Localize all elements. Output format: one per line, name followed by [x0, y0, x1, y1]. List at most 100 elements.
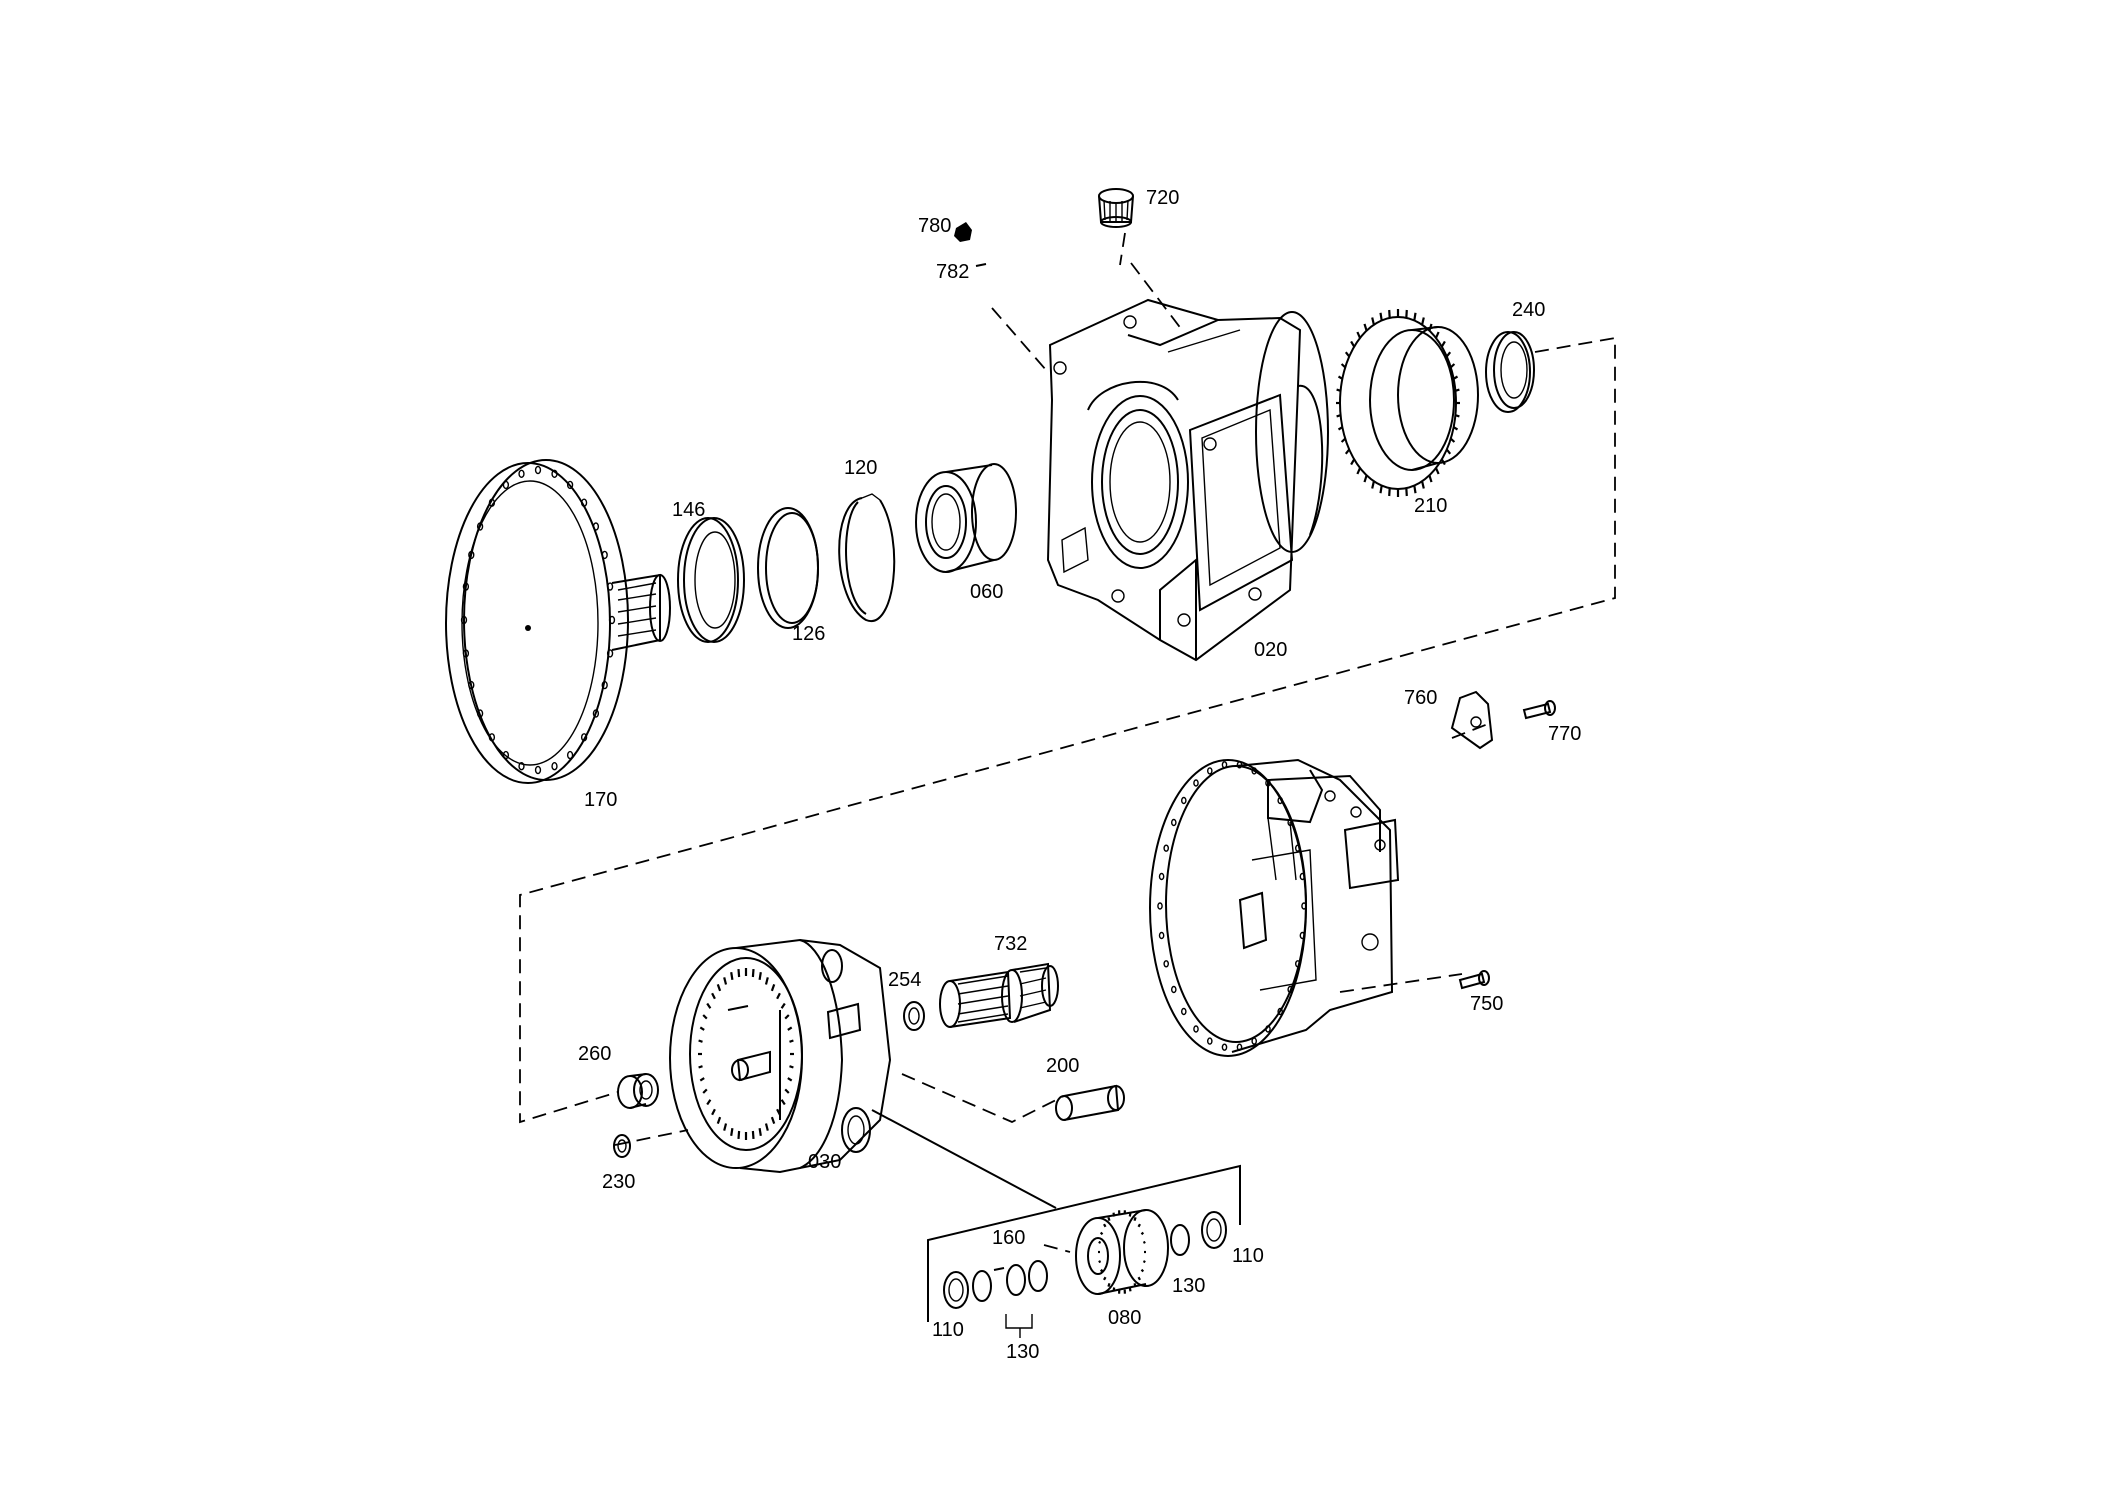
- part-750-bolt: [1458, 970, 1490, 990]
- gear-tooth: [751, 969, 755, 978]
- bolt-hole: [1158, 872, 1165, 881]
- part-080-planet-gear: [1075, 1209, 1169, 1295]
- bolt-hole: [1277, 1007, 1283, 1016]
- gear-tooth: [706, 1099, 712, 1106]
- callout-030: 030: [808, 1151, 841, 1173]
- part-260-bushing: [617, 1073, 659, 1109]
- gear-tooth: [737, 1130, 741, 1139]
- bolt-hole: [1193, 1025, 1199, 1033]
- gear-tooth: [776, 1108, 781, 1116]
- gear-tooth: [1140, 1268, 1145, 1273]
- part-782-screw: [975, 263, 987, 267]
- callout-240: 240: [1512, 299, 1545, 321]
- bolt-hole: [1251, 767, 1257, 775]
- bolt-hole: [566, 480, 574, 490]
- ring-gear-teeth: [1336, 309, 1460, 497]
- gear-tooth: [1413, 312, 1417, 321]
- part-130-ring-left-3: [1028, 1260, 1048, 1292]
- gear-tooth: [1337, 375, 1343, 380]
- part-160-needle: [993, 1267, 1005, 1271]
- gear-tooth: [1107, 1282, 1111, 1287]
- gear-tooth: [1450, 363, 1456, 369]
- gear-tooth: [1388, 488, 1391, 497]
- bolt-hole: [476, 709, 484, 718]
- bolt-hole: [488, 498, 496, 507]
- part-230-ring: [613, 1134, 631, 1158]
- bolt-hole: [1158, 931, 1165, 940]
- bolt-hole: [1295, 844, 1301, 852]
- callout-782: 782: [936, 261, 969, 283]
- callout-060: 060: [970, 581, 1003, 603]
- gear-tooth: [1137, 1223, 1141, 1228]
- gear-tooth: [730, 972, 734, 980]
- bolt-hole: [592, 709, 600, 718]
- bolt-hole: [502, 480, 510, 490]
- bolt-hole: [1171, 985, 1177, 994]
- assembly-lines: [519, 232, 1616, 1253]
- callout-780: 780: [918, 215, 951, 237]
- part-780-nut: [954, 222, 972, 242]
- bolt-hole: [606, 649, 614, 658]
- bolt-hole: [1207, 767, 1213, 775]
- callout-labels: 780 782 720 240 120 146 126 060 210 020 …: [578, 187, 1581, 1363]
- gear-tooth: [1445, 351, 1452, 358]
- part-030-planet-carrier: [669, 938, 892, 1174]
- gear-tooth: [1405, 309, 1408, 318]
- bolt-hole: [1287, 985, 1293, 994]
- gear-tooth: [1128, 1287, 1132, 1292]
- gear-tooth: [723, 1123, 728, 1131]
- part-130-ring-left-2: [1006, 1264, 1026, 1296]
- gear-tooth: [711, 1108, 716, 1116]
- callout-230: 230: [602, 1171, 635, 1193]
- part-732-shaft: [939, 962, 1059, 1028]
- gear-tooth: [1098, 1240, 1102, 1244]
- bolt-hole: [601, 680, 608, 690]
- gear-tooth: [1103, 1276, 1107, 1281]
- gear-tooth: [1363, 323, 1368, 332]
- bolt-hole: [1299, 872, 1306, 881]
- part-060-bearing: [915, 463, 1017, 573]
- gear-tooth: [1099, 1268, 1104, 1273]
- bolt-hole: [1181, 796, 1187, 805]
- bolt-hole: [1277, 796, 1283, 805]
- gear-tooth: [1371, 317, 1375, 326]
- gear-tooth: [1336, 388, 1341, 392]
- gear-tooth: [1455, 414, 1460, 418]
- gear-tooth: [1388, 309, 1391, 318]
- bolt-hole: [1265, 1025, 1271, 1033]
- gear-tooth: [1434, 467, 1440, 475]
- bolt-hole: [1295, 960, 1301, 968]
- bolt-hole: [502, 750, 510, 760]
- bolt-hole: [468, 550, 475, 560]
- part-020-housing: [1046, 298, 1329, 662]
- callout-110-left: 110: [932, 1319, 964, 1341]
- bolt-hole: [580, 733, 588, 742]
- bolt-hole: [534, 765, 542, 775]
- bolt-hole: [488, 733, 496, 742]
- gear-tooth: [1440, 340, 1446, 348]
- gear-tooth: [1450, 437, 1456, 443]
- bolt-hole: [1221, 1043, 1228, 1051]
- gear-tooth: [1344, 448, 1351, 455]
- bolt-hole: [1221, 761, 1228, 769]
- gear-tooth: [698, 1039, 703, 1043]
- gear-tooth: [1337, 426, 1343, 431]
- gear-tooth: [1440, 458, 1446, 466]
- callout-170: 170: [584, 789, 617, 811]
- gear-tooth: [1356, 467, 1362, 475]
- gear-tooth: [711, 992, 716, 1000]
- part-760-bracket: [1450, 690, 1494, 750]
- callout-732: 732: [994, 933, 1027, 955]
- planet-gear-subassembly: [871, 1109, 1241, 1338]
- gear-tooth: [787, 1077, 793, 1082]
- bolt-hole: [551, 469, 558, 478]
- callout-130-left: 130: [1006, 1341, 1039, 1363]
- part-170-flange: [445, 459, 671, 784]
- callout-200: 200: [1046, 1055, 1079, 1077]
- bolt-hole: [566, 750, 574, 760]
- bolt-hole: [1287, 818, 1293, 827]
- callout-130-right: 130: [1172, 1275, 1205, 1297]
- gear-tooth: [1336, 414, 1341, 418]
